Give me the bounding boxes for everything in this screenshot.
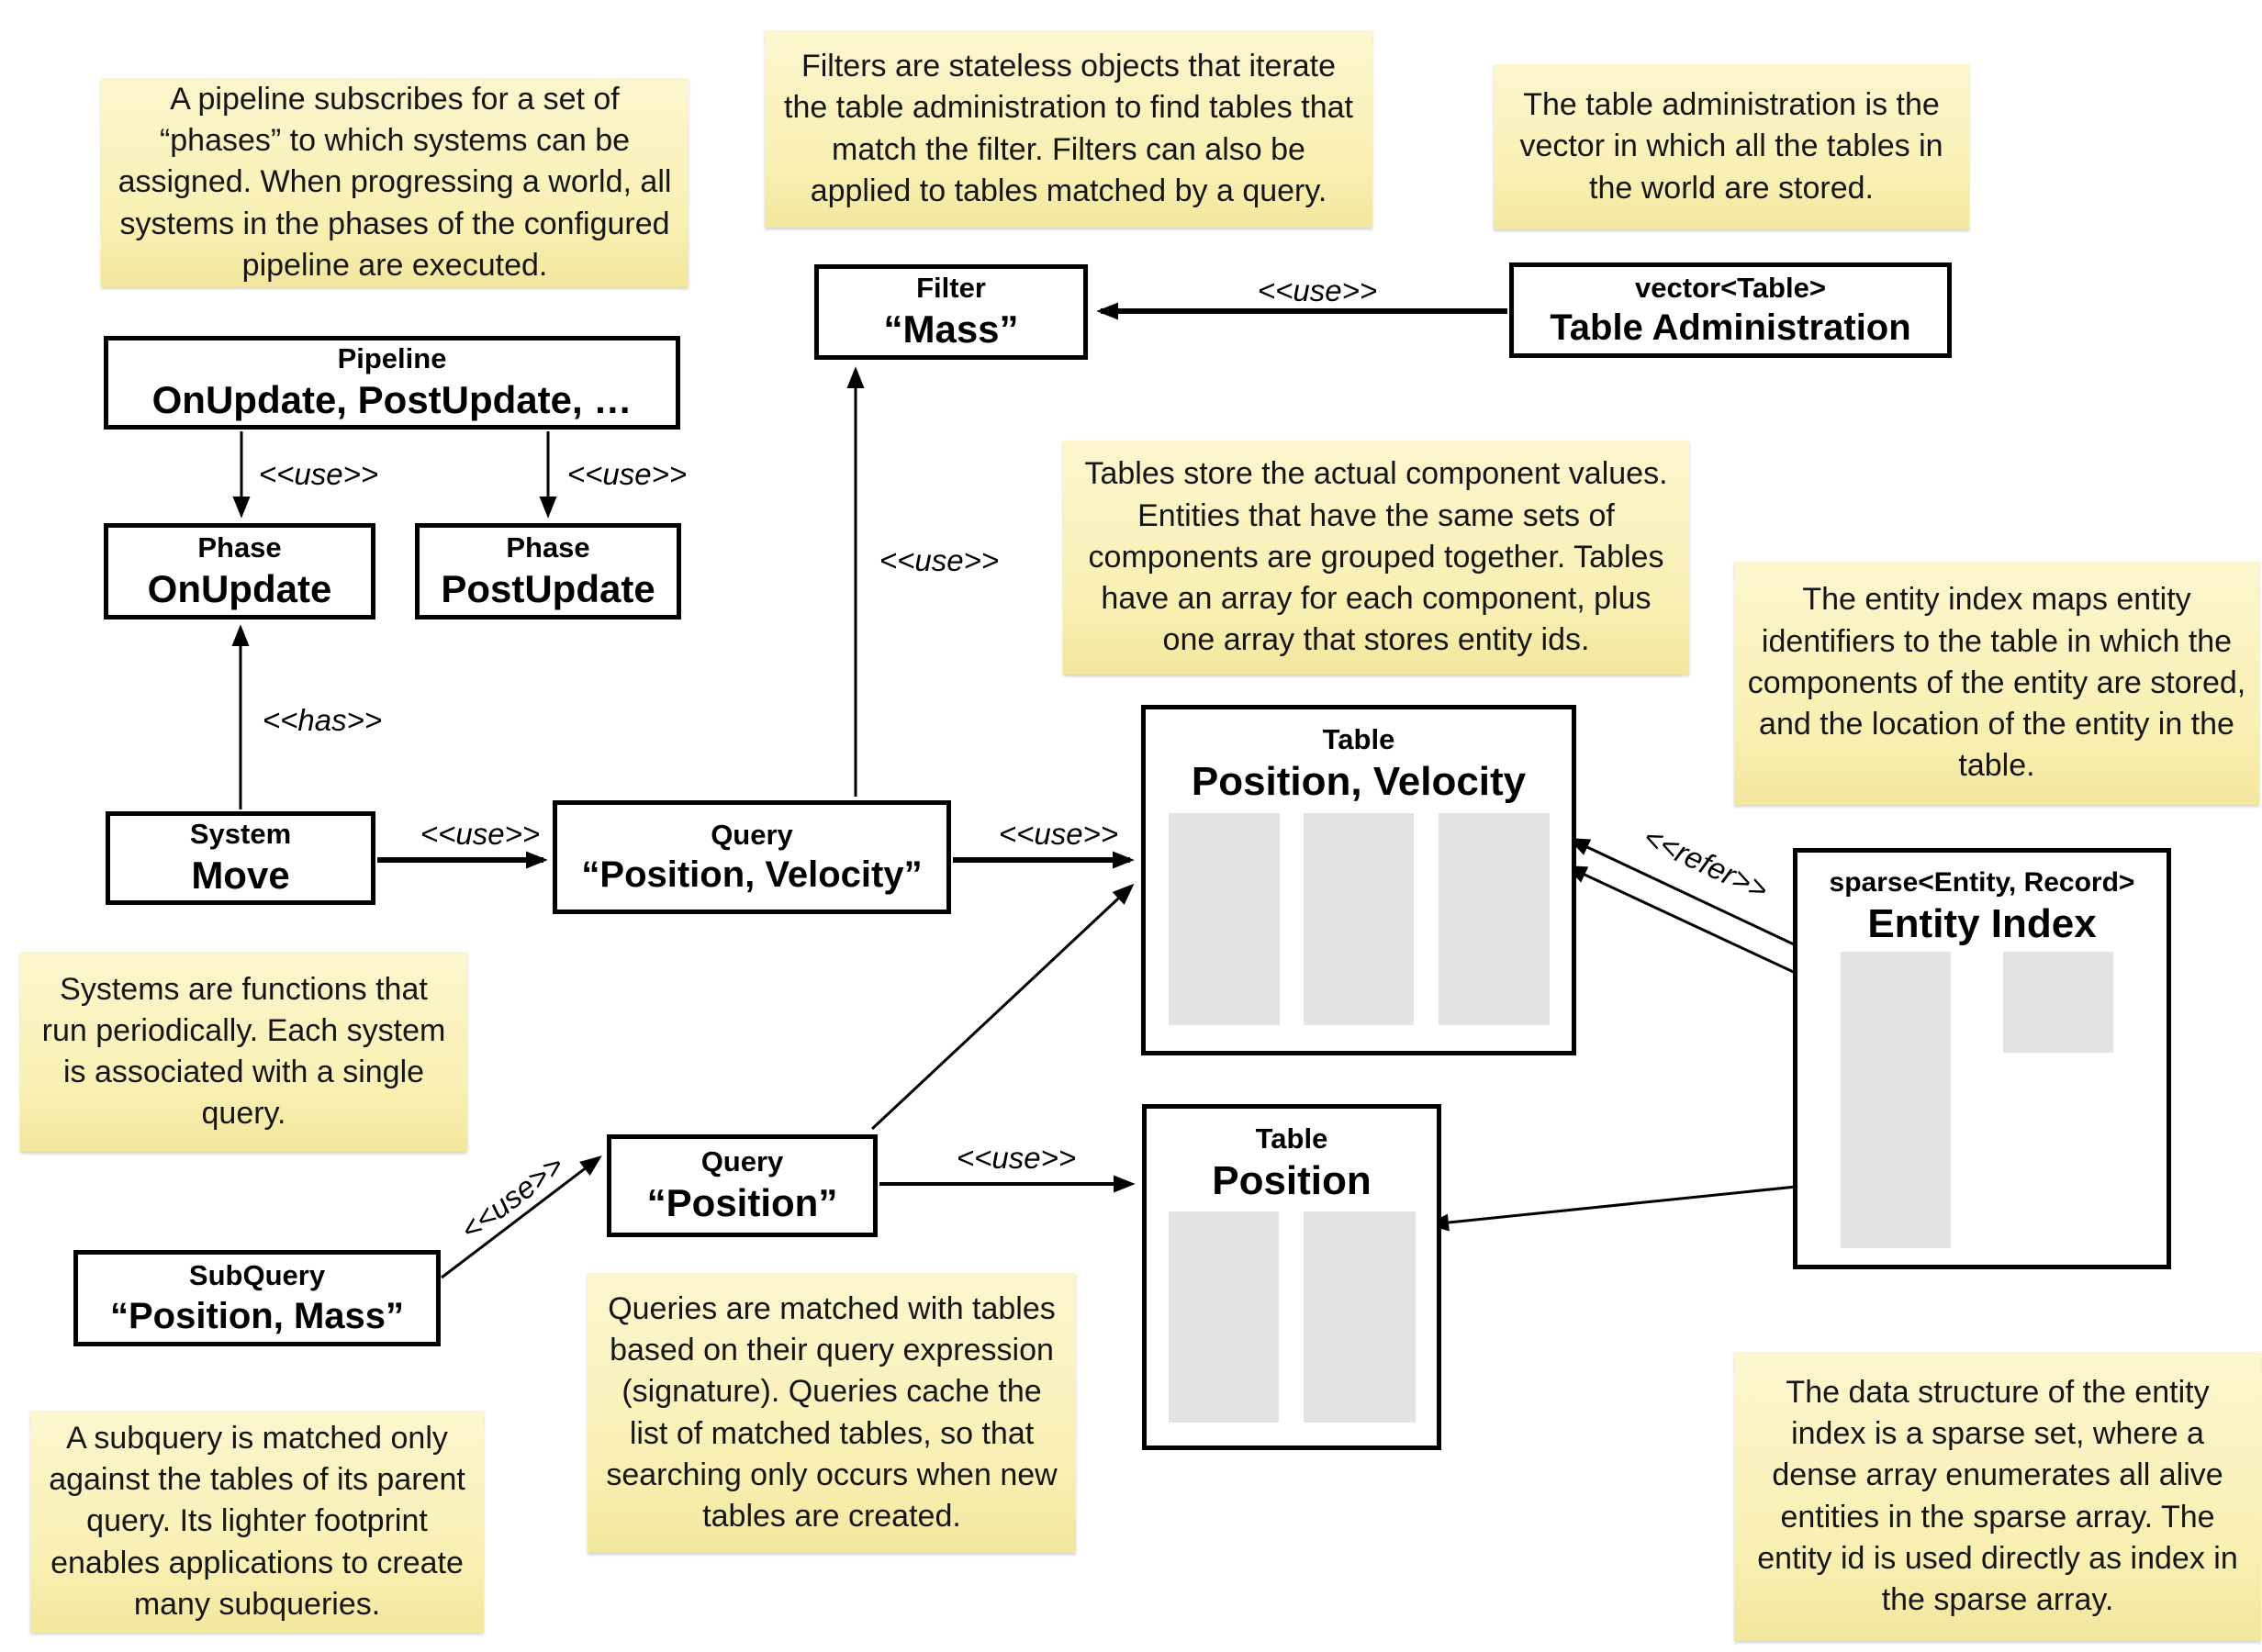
edge-label-use-subquery: <<use>>	[454, 1147, 570, 1247]
node-pipeline-stereotype: Pipeline	[337, 342, 447, 375]
node-phase-onupdate: Phase OnUpdate	[104, 523, 375, 620]
node-phase-postupdate-label: PostUpdate	[441, 566, 655, 610]
node-pipeline-label: OnUpdate, PostUpdate, …	[151, 378, 633, 422]
node-entity-index-label: Entity Index	[1867, 900, 2097, 946]
note-entity-index: The entity index maps entity identifiers…	[1734, 562, 2259, 805]
node-filter-mass-label: “Mass”	[883, 307, 1019, 352]
node-table-position-stereotype: Table	[1255, 1122, 1328, 1155]
edge-label-use-system-query: <<use>>	[420, 817, 541, 851]
node-filter-mass: Filter “Mass”	[814, 264, 1088, 360]
note-subquery: A subquery is matched only against the t…	[30, 1411, 484, 1633]
node-filter-mass-stereotype: Filter	[916, 272, 986, 305]
note-filters: Filters are stateless objects that itera…	[765, 30, 1372, 228]
node-table-admin-stereotype: vector<Table>	[1635, 271, 1826, 304]
edge-label-use-query-filter: <<use>>	[879, 543, 1000, 577]
node-query-position: Query “Position”	[607, 1134, 878, 1237]
component-array-1	[1169, 1211, 1279, 1423]
node-query-pv-label: “Position, Velocity”	[581, 854, 923, 896]
node-table-admin-label: Table Administration	[1550, 307, 1911, 349]
node-query-position-stereotype: Query	[700, 1145, 784, 1178]
edge-label-refer: <<refer>>	[1638, 820, 1774, 907]
note-queries: Queries are matched with tables based on…	[588, 1273, 1076, 1553]
edge-label-use-querypos-tablepos: <<use>>	[956, 1141, 1077, 1175]
edge-label-use-pipeline-postupdate: <<use>>	[566, 457, 688, 491]
node-table-position: Table Position	[1142, 1104, 1441, 1450]
node-system-move: System Move	[106, 811, 375, 905]
node-phase-onupdate-label: OnUpdate	[147, 566, 332, 610]
node-subquery-position-mass: SubQuery “Position, Mass”	[73, 1250, 441, 1346]
node-query-position-velocity: Query “Position, Velocity”	[553, 800, 951, 914]
node-table-position-velocity: Table Position, Velocity	[1141, 705, 1576, 1055]
edge-label-use-query-table: <<use>>	[998, 817, 1119, 851]
edge-index-to-tablepos	[1427, 1180, 1842, 1232]
component-array-2	[1304, 813, 1414, 1025]
note-pipeline: A pipeline subscribes for a set of “phas…	[101, 78, 689, 287]
edge-label-use-pipeline-onupdate: <<use>>	[258, 457, 379, 491]
node-table-administration: vector<Table> Table Administration	[1509, 262, 1952, 358]
node-phase-postupdate: Phase PostUpdate	[415, 523, 681, 620]
component-array-2	[1304, 1211, 1416, 1423]
component-array-1	[1169, 813, 1280, 1025]
note-table-administration: The table administration is the vector i…	[1494, 64, 1969, 229]
node-table-pv-stereotype: Table	[1322, 723, 1395, 755]
node-table-position-label: Position	[1212, 1157, 1372, 1203]
edge-label-use-tableadmin-filter: <<use>>	[1257, 273, 1378, 307]
node-query-position-label: “Position”	[646, 1181, 838, 1225]
node-entity-index: sparse<Entity, Record> Entity Index	[1793, 848, 2171, 1269]
edge-querypos-to-table-pv	[870, 883, 1135, 1131]
node-subquery-label: “Position, Mass”	[109, 1295, 405, 1336]
component-array-3	[1439, 813, 1550, 1025]
node-pipeline: Pipeline OnUpdate, PostUpdate, …	[104, 336, 680, 430]
dense-array	[2003, 952, 2113, 1053]
node-system-move-label: Move	[191, 854, 290, 898]
node-system-move-stereotype: System	[189, 818, 292, 851]
node-subquery-stereotype: SubQuery	[188, 1259, 326, 1292]
node-phase-onupdate-stereotype: Phase	[197, 530, 282, 564]
edge-label-has: <<has>>	[262, 703, 383, 737]
node-query-pv-stereotype: Query	[711, 818, 793, 851]
sparse-array	[1841, 952, 1951, 1248]
node-table-pv-label: Position, Velocity	[1191, 758, 1527, 804]
node-entity-index-stereotype: sparse<Entity, Record>	[1829, 867, 2135, 898]
node-phase-postupdate-stereotype: Phase	[506, 530, 590, 564]
note-tables: Tables store the actual component values…	[1063, 441, 1689, 675]
note-systems: Systems are functions that run periodica…	[20, 952, 467, 1152]
note-sparse-set: The data structure of the entity index i…	[1734, 1352, 2261, 1641]
